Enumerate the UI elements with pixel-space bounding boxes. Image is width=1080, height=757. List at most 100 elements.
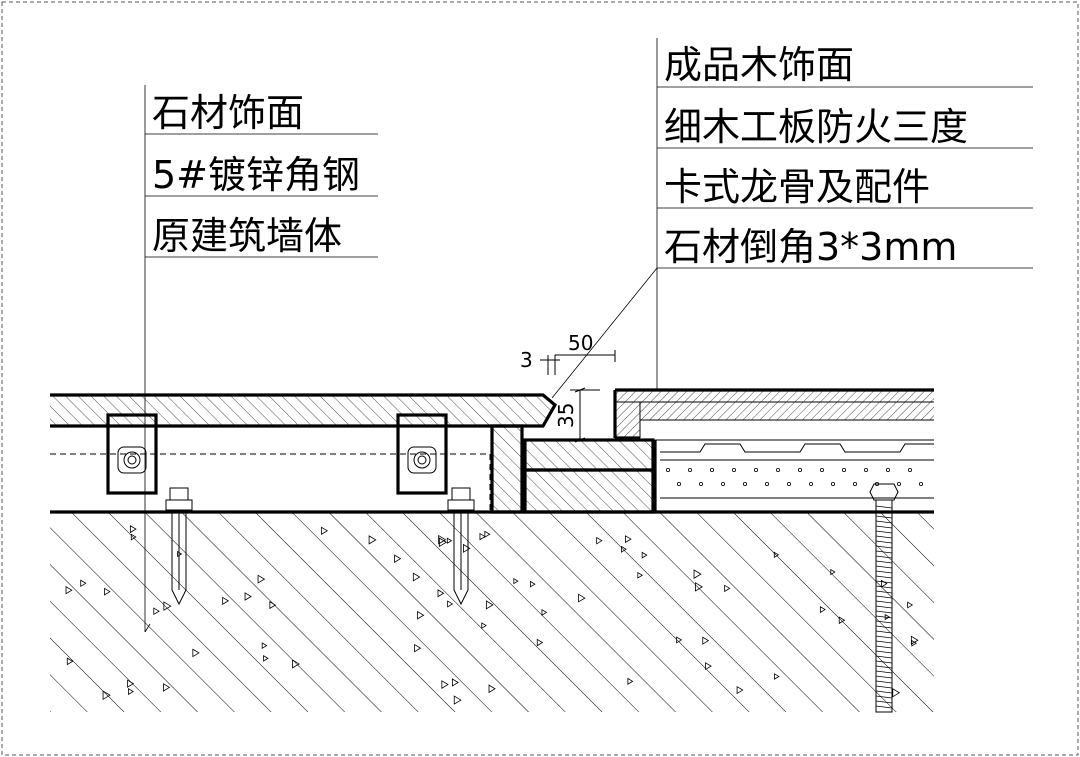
left-callout-item-building-wall: 原建筑墙体 xyxy=(152,214,342,258)
keel-hole xyxy=(732,467,737,472)
rod-thread xyxy=(875,515,893,519)
aggregate-mark xyxy=(705,662,712,671)
keel-hole xyxy=(743,481,748,486)
aggregate-mark xyxy=(621,545,627,553)
aggregate-mark xyxy=(481,622,487,629)
keel-hole xyxy=(798,467,803,472)
keel-hole xyxy=(677,481,682,486)
rod-thread xyxy=(875,510,893,514)
right-callout-item-stone-chamfer: 石材倒角3*3mm xyxy=(664,225,957,269)
keel-hole xyxy=(919,481,924,486)
aggregate-mark xyxy=(438,537,448,548)
dimension-width: 50 xyxy=(568,331,593,355)
aggregate-mark xyxy=(641,551,648,559)
aggregate-mark xyxy=(485,600,494,610)
rod-thread xyxy=(875,570,893,574)
angle-steel-bracket-2 xyxy=(396,413,448,495)
keel-hole xyxy=(699,481,704,486)
rod-thread xyxy=(875,680,893,684)
aggregate-mark xyxy=(838,616,846,625)
aggregate-mark xyxy=(447,600,454,608)
right-callout-item-keel: 卡式龙骨及配件 xyxy=(664,165,930,209)
aggregate-mark xyxy=(177,550,183,558)
dimension-lines xyxy=(540,350,616,443)
aggregate-mark xyxy=(414,643,422,653)
aggregate-mark xyxy=(192,648,200,658)
aggregate-mark xyxy=(578,593,586,603)
aggregate-mark xyxy=(736,685,744,695)
aggregate-mark xyxy=(128,688,134,696)
rod-thread xyxy=(875,610,893,614)
keel-hole xyxy=(908,467,913,472)
aggregate-mark xyxy=(321,526,329,535)
aggregate-mark xyxy=(269,601,277,610)
keel-hole xyxy=(688,467,693,472)
aggregate-mark xyxy=(261,642,268,650)
aggregate-mark xyxy=(695,582,703,592)
aggregate-mark xyxy=(104,587,111,596)
rod-thread xyxy=(875,625,893,629)
rod-thread xyxy=(875,685,893,689)
rod-thread xyxy=(875,675,893,679)
keel-hole xyxy=(831,481,836,486)
aggregate-mark xyxy=(451,678,459,687)
rod-thread xyxy=(875,615,893,619)
rod-thread xyxy=(875,545,893,549)
aggregate-mark xyxy=(446,537,453,544)
rod-thread xyxy=(875,535,893,539)
building-wall xyxy=(50,510,934,712)
aggregate-mark xyxy=(702,636,710,645)
left-callout-item-angle-steel: 5#镀锌角钢 xyxy=(152,153,360,197)
keel-hole xyxy=(853,481,858,486)
rod-thread xyxy=(875,705,893,709)
rod-thread xyxy=(875,640,893,644)
aggregate-mark xyxy=(596,536,603,545)
keel-hole xyxy=(666,467,671,472)
rod-thread xyxy=(875,665,893,669)
keel-hole xyxy=(776,467,781,472)
aggregate-mark xyxy=(830,568,836,576)
right-callout xyxy=(551,38,1033,399)
keel-hole xyxy=(842,467,847,472)
aggregate-mark xyxy=(911,639,918,647)
rod-thread xyxy=(875,605,893,609)
aggregate-mark xyxy=(536,638,544,647)
aggregate-mark xyxy=(479,532,486,541)
rod-thread xyxy=(875,575,893,579)
rod-thread xyxy=(875,650,893,654)
rod-thread xyxy=(875,620,893,624)
aggregate-mark xyxy=(773,551,780,559)
keel-hole xyxy=(886,467,891,472)
aggregate-mark xyxy=(693,569,702,579)
aggregate-mark xyxy=(222,596,230,605)
right-callout-item-wood-finish: 成品木饰面 xyxy=(664,43,854,87)
rod-thread xyxy=(875,530,893,534)
aggregate-mark xyxy=(624,535,632,544)
left-callout xyxy=(144,85,378,633)
aggregate-mark xyxy=(163,683,171,692)
rod-thread xyxy=(875,595,893,599)
aggregate-mark xyxy=(65,586,73,595)
rod-thread xyxy=(875,655,893,659)
wood-finish-assembly xyxy=(613,388,934,512)
aggregate-mark xyxy=(774,673,780,680)
rod-thread xyxy=(875,540,893,544)
aggregate-mark xyxy=(292,659,300,669)
rod-thread xyxy=(875,660,893,664)
aggregate-mark xyxy=(463,543,471,553)
keel-hole xyxy=(897,481,902,486)
rod-thread xyxy=(875,600,893,604)
aggregate-mark xyxy=(244,592,252,601)
rod-thread xyxy=(875,555,893,559)
aggregate-mark xyxy=(676,636,683,644)
angle-steel-bracket-1 xyxy=(106,413,158,495)
aggregate-mark xyxy=(153,607,160,616)
aggregate-mark xyxy=(530,580,536,588)
aggregate-mark xyxy=(368,535,377,545)
aggregate-mark xyxy=(627,677,634,685)
stone-panel xyxy=(50,393,558,512)
rod-thread xyxy=(875,550,893,554)
rod-thread xyxy=(875,690,893,694)
rod-thread xyxy=(875,565,893,569)
anchor-bolt-1 xyxy=(165,487,193,606)
